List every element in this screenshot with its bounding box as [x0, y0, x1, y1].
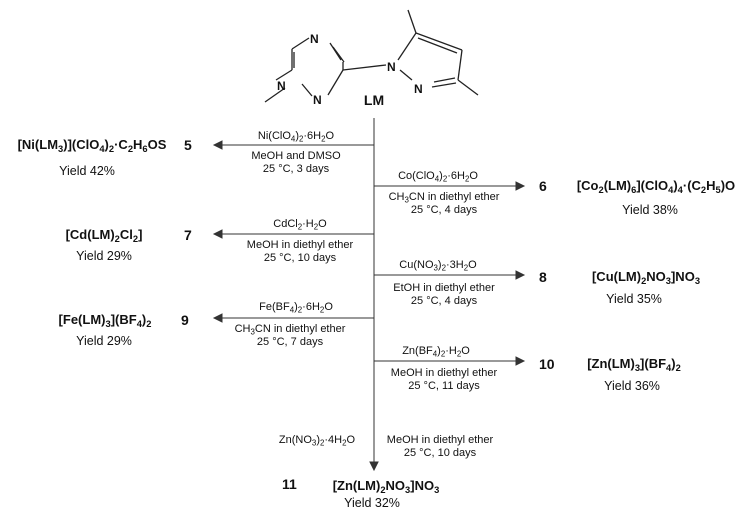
atom-n-label: N [310, 32, 319, 46]
condition-temp-time: 25 °C, 7 days [256, 336, 324, 348]
product-yield: Yield 42% [59, 164, 115, 178]
reagent-label: Cu(NO3)2·3H2O [399, 259, 477, 273]
compound-number: 7 [184, 227, 192, 243]
compound-number: 5 [184, 137, 192, 153]
product-formula: [Zn(LM)2NO3]NO3 [332, 478, 440, 495]
arrowhead-8 [515, 270, 526, 280]
reagent-label: Ni(ClO4)2·6H2O [257, 130, 335, 144]
compound-number: 10 [539, 356, 555, 372]
arrowhead-10 [515, 356, 526, 366]
condition-solvent: CH3CN in diethyl ether [388, 191, 500, 205]
product-formula: [Co2(LM)6](ClO4)4·(C2H5)O [576, 178, 736, 195]
arrowhead-9 [212, 313, 223, 323]
condition-solvent: CH3CN in diethyl ether [234, 323, 346, 337]
product-yield: Yield 29% [76, 249, 132, 263]
arrowhead-7 [212, 229, 223, 239]
atom-n-label: N [313, 93, 322, 107]
condition-temp-time: 25 °C, 10 days [263, 252, 337, 264]
product-formula: [Cu(LM)2NO3]NO3 [591, 269, 701, 286]
ligand-structure [264, 9, 479, 103]
arrows [212, 118, 526, 472]
reagent-label: Zn(NO3)2·4H2O [278, 434, 356, 448]
condition-solvent: MeOH in diethyl ether [386, 434, 494, 446]
arrowhead-11 [369, 461, 379, 472]
product-formula: [Zn(LM)3](BF4)2 [587, 356, 681, 373]
condition-temp-time: 25 °C, 4 days [410, 295, 478, 307]
ligand-name: LM [363, 92, 385, 108]
compound-number: 6 [539, 178, 547, 194]
reagent-label: Fe(BF4)2·6H2O [259, 301, 333, 315]
atom-n-label: N [414, 82, 423, 96]
compound-number: 11 [282, 476, 297, 492]
condition-solvent: MeOH in diethyl ether [246, 239, 354, 251]
compound-number: 9 [181, 312, 189, 328]
reagent-label: Zn(BF4)2·H2O [402, 345, 470, 359]
product-formula: [Ni(LM3)](ClO4)2·C2H6OS [17, 137, 167, 154]
condition-temp-time: 25 °C, 10 days [403, 447, 477, 459]
product-yield: Yield 38% [622, 203, 678, 217]
condition-temp-time: 25 °C, 3 days [262, 163, 330, 175]
condition-solvent: MeOH and DMSO [251, 150, 341, 162]
reagent-label: CdCl2·H2O [273, 218, 327, 232]
arrowhead-5 [212, 140, 223, 150]
ligand-atom-labels: N N N N N [277, 32, 423, 107]
atom-n-label: N [387, 60, 396, 74]
product-formula: [Cd(LM)2Cl2] [65, 227, 143, 244]
reagent-label: Co(ClO4)2·6H2O [398, 170, 478, 184]
product-yield: Yield 35% [606, 292, 662, 306]
condition-temp-time: 25 °C, 4 days [410, 204, 478, 216]
condition-solvent: EtOH in diethyl ether [393, 282, 495, 294]
product-yield: Yield 32% [344, 496, 400, 510]
product-yield: Yield 36% [604, 379, 660, 393]
condition-solvent: MeOH in diethyl ether [390, 367, 498, 379]
atom-n-label: N [277, 79, 286, 93]
condition-temp-time: 25 °C, 11 days [408, 380, 480, 392]
compound-number: 8 [539, 269, 547, 285]
product-formula: [Fe(LM)3](BF4)2 [58, 312, 152, 329]
arrowhead-6 [515, 181, 526, 191]
product-yield: Yield 29% [76, 334, 132, 348]
